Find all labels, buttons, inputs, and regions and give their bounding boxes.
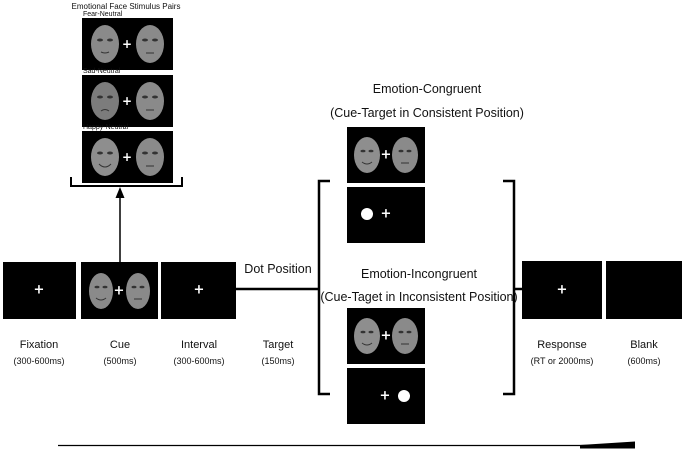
face-left xyxy=(354,318,380,354)
congruent-target-screen: + xyxy=(347,187,425,243)
congruent-title: Emotion-Congruent xyxy=(372,82,482,96)
blank-label: Blank xyxy=(630,339,658,351)
face-right xyxy=(392,318,418,354)
incongruent-cue-faces xyxy=(354,318,418,354)
interval-duration: (300-600ms) xyxy=(173,356,225,366)
congruent-subtitle: (Cue-Target in Consistent Position) xyxy=(330,106,524,120)
face-left xyxy=(91,138,119,176)
fixation-cross: + xyxy=(121,94,133,108)
cue-screen: + xyxy=(81,262,158,319)
target-duration: (150ms) xyxy=(261,356,295,366)
fixation-cross: + xyxy=(380,328,392,344)
incongruent-subtitle: (Cue-Taget in Inconsistent Position) xyxy=(320,290,518,304)
target-dot xyxy=(361,208,373,220)
face-right xyxy=(136,25,164,63)
fixation-screen: + xyxy=(3,262,76,319)
face-right xyxy=(392,137,418,173)
stimulus-panel-title: Emotional Face Stimulus Pairs xyxy=(71,2,181,11)
fixation-cross: + xyxy=(556,282,568,298)
blank-duration: (600ms) xyxy=(627,356,661,366)
fixation-cross: + xyxy=(380,206,392,222)
sad-neutral-faces xyxy=(91,82,164,120)
branch-bracket-right xyxy=(503,179,516,396)
interval-label: Interval xyxy=(180,339,218,351)
fixation-duration: (300-600ms) xyxy=(13,356,65,366)
cue-faces xyxy=(89,273,150,309)
fixation-label: Fixation xyxy=(19,339,59,351)
pair-label-sad: Sad-Neutral xyxy=(83,68,121,75)
cue-label: Cue xyxy=(109,339,131,351)
fixation-cross: + xyxy=(380,147,392,163)
incongruent-target-screen: + xyxy=(347,368,425,424)
sad-neutral-pair: + xyxy=(82,75,173,127)
fear-neutral-pair: + xyxy=(82,18,173,70)
interval-screen: + xyxy=(161,262,236,319)
fixation-cross: + xyxy=(121,37,133,51)
response-screen: + xyxy=(522,261,602,319)
fixation-cross: + xyxy=(33,282,45,298)
blank-screen xyxy=(606,261,682,319)
fixation-cross: + xyxy=(121,150,133,164)
fixation-cross: + xyxy=(379,388,391,404)
cue-duration: (500ms) xyxy=(103,356,137,366)
fixation-cross: + xyxy=(193,282,205,298)
face-left xyxy=(354,137,380,173)
response-label: Response xyxy=(537,339,587,351)
response-duration: (RT or 2000ms) xyxy=(530,356,594,366)
face-left xyxy=(91,82,119,120)
happy-neutral-faces xyxy=(91,138,164,176)
target-dot xyxy=(398,390,410,402)
face-left xyxy=(91,25,119,63)
face-right xyxy=(126,273,150,309)
branch-bracket-left xyxy=(317,179,330,396)
face-right xyxy=(136,82,164,120)
face-right xyxy=(136,138,164,176)
incongruent-title: Emotion-Incongruent xyxy=(360,267,478,281)
fear-neutral-faces xyxy=(91,25,164,63)
happy-neutral-pair: + xyxy=(82,131,173,183)
cue-arrowhead xyxy=(115,187,125,198)
pair-label-fear: Fear-Neutral xyxy=(83,11,123,18)
dot-position-label: Dot Position xyxy=(244,262,312,276)
congruent-cue-screen: + xyxy=(347,127,425,183)
congruent-cue-faces xyxy=(354,137,418,173)
target-label: Target xyxy=(262,339,294,351)
panel-bracket xyxy=(70,177,183,187)
face-left xyxy=(89,273,113,309)
incongruent-cue-screen: + xyxy=(347,308,425,364)
pair-label-happy: Happy-Neutral xyxy=(83,124,129,131)
fixation-cross: + xyxy=(113,283,125,299)
